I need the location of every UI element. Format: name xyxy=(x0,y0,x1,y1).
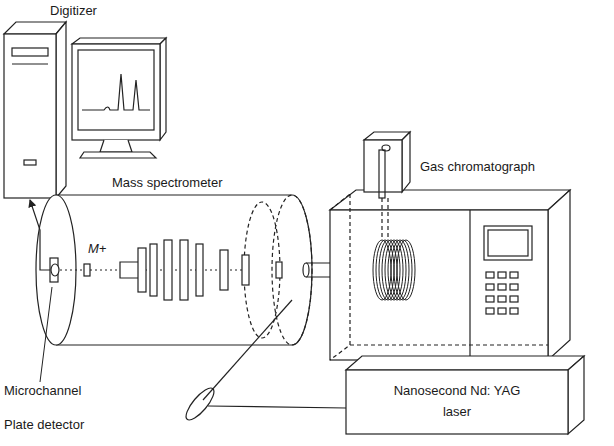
ion-symbol: M+ xyxy=(88,242,106,257)
laser-text: Nanosecond Nd: YAG laser xyxy=(380,381,534,423)
part-label: Microchannel xyxy=(4,384,81,399)
instrument-label: Mass spectrometer xyxy=(112,176,223,191)
instrument-label: Gas chromatograph xyxy=(420,160,535,175)
computer-label: Digitizer xyxy=(50,4,97,19)
part-label: Plate detector xyxy=(4,418,84,433)
laser-box: Nanosecond Nd: YAG laser xyxy=(350,372,564,427)
